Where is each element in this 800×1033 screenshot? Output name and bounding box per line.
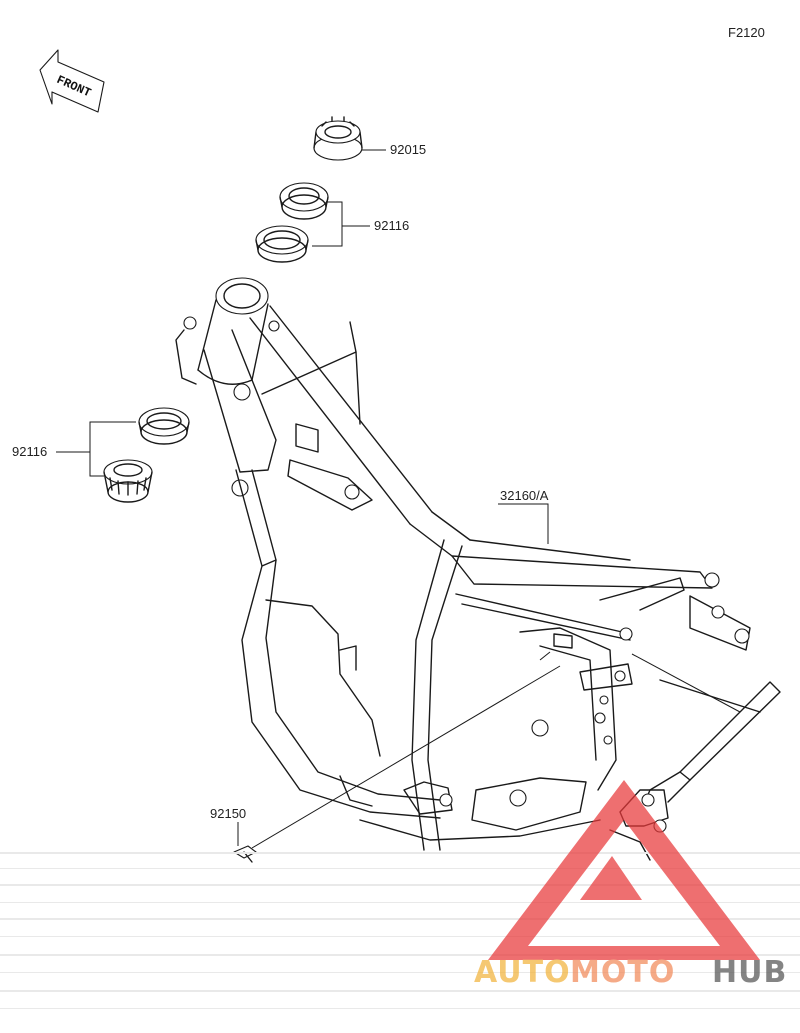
automotohub-watermark: AUTO MOTO HUB	[474, 780, 787, 990]
watermark-triangle-icon	[488, 780, 760, 960]
callout-92150: 92150	[210, 806, 246, 821]
watermark-text-moto: MOTO	[570, 955, 675, 990]
watermark-text-auto: AUTO	[474, 955, 571, 990]
watermark-text-hub: HUB	[712, 955, 787, 990]
upper-bearing-races	[255, 182, 329, 263]
motorcycle-frame	[175, 277, 781, 861]
callout-32160-a: 32160/A	[500, 488, 549, 503]
scan-noise-band	[0, 852, 800, 1009]
lower-bearing-races	[103, 407, 190, 503]
callout-92116-lower: 92116	[12, 444, 47, 459]
callout-92015: 92015	[390, 142, 426, 157]
front-arrow-icon: FRONT	[39, 49, 105, 113]
callout-92116-upper: 92116	[374, 218, 409, 233]
steering-stem-nut	[313, 116, 363, 161]
figure-code: F2120	[728, 25, 765, 40]
